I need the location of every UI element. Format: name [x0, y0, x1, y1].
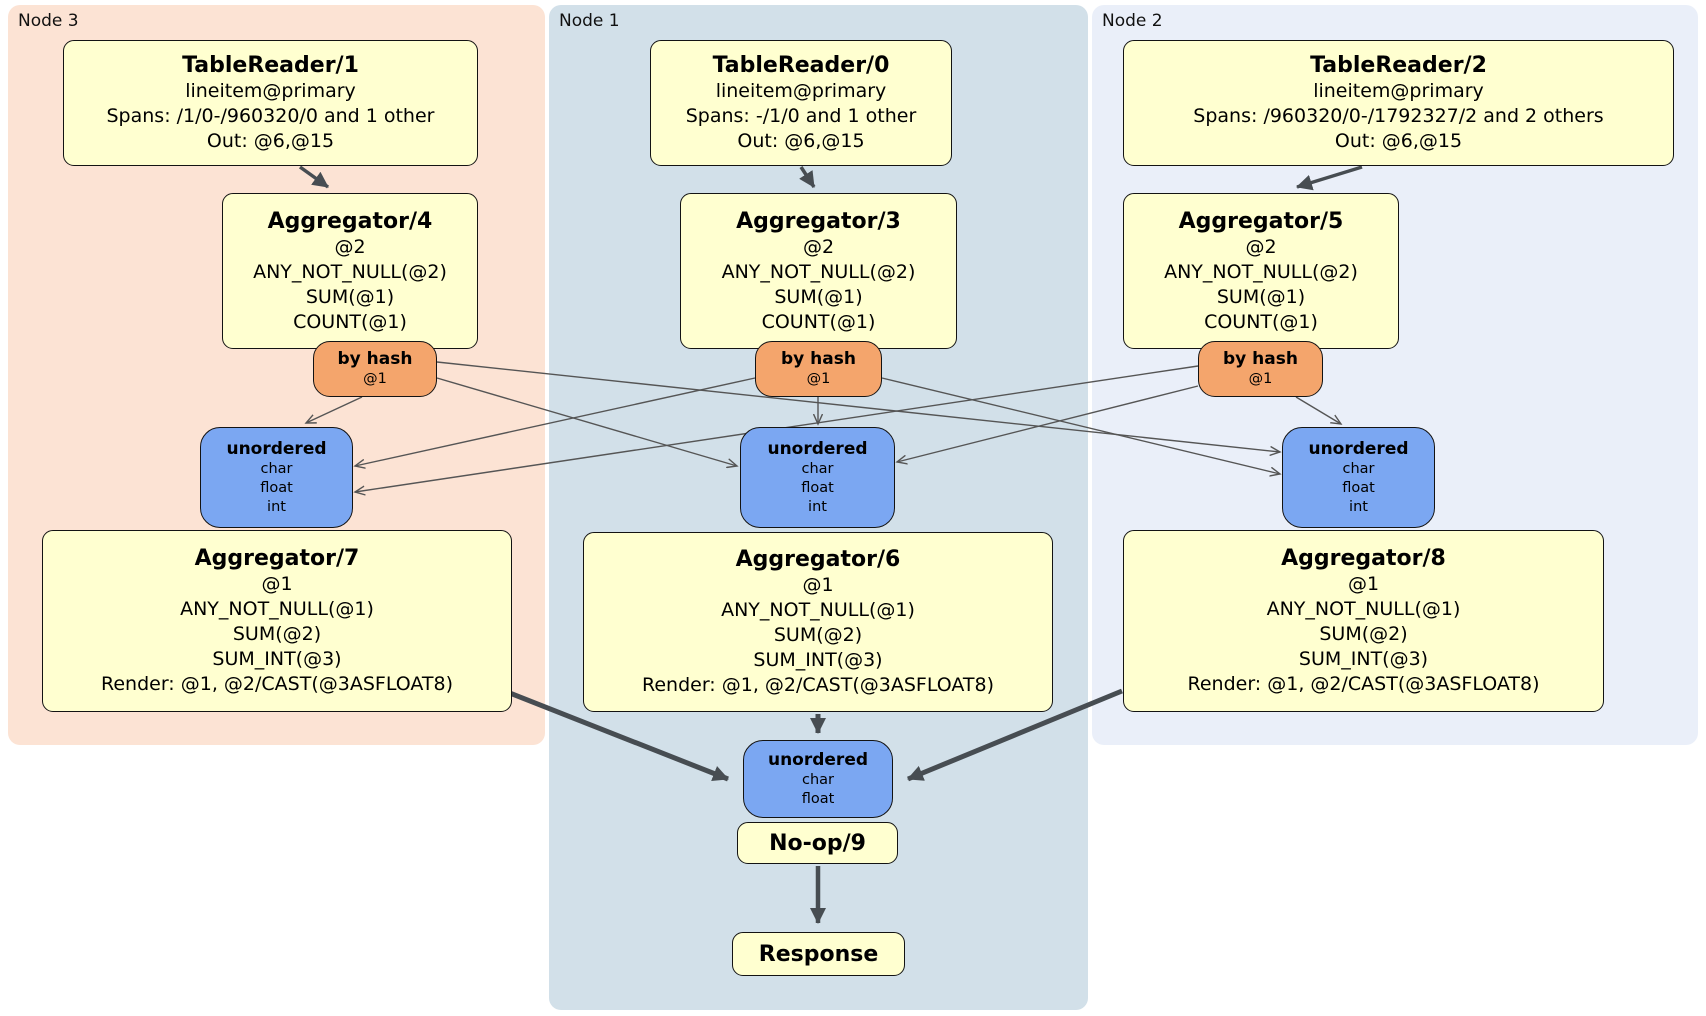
sync-col: float	[801, 479, 834, 496]
node-line: Spans: /1/0-/960320/0 and 1 other	[106, 105, 435, 127]
node-line: ANY_NOT_NULL(@1)	[721, 599, 915, 621]
tablereader-1-node: TableReader/1 lineitem@primary Spans: /1…	[63, 40, 478, 166]
node-title: Aggregator/7	[194, 546, 360, 571]
node-title: Aggregator/5	[1178, 208, 1344, 234]
sync-col: char	[801, 460, 834, 477]
unordered-sync-node3: unordered char float int	[200, 427, 353, 528]
aggregator-7-node: Aggregator/7 @1 ANY_NOT_NULL(@1) SUM(@2)…	[42, 530, 512, 712]
node-line: Spans: -/1/0 and 1 other	[685, 105, 917, 127]
node-line: lineitem@primary	[185, 80, 356, 102]
node-line: COUNT(@1)	[1204, 310, 1318, 333]
node-line: Spans: /960320/0-/1792327/2 and 2 others	[1193, 105, 1604, 127]
node-line: ANY_NOT_NULL(@1)	[1266, 598, 1461, 620]
hash-router-node3: by hash @1	[313, 341, 437, 397]
node-line: SUM(@2)	[232, 623, 322, 645]
sync-col: char	[260, 460, 293, 477]
router-key: @1	[363, 371, 387, 387]
node-line: SUM(@2)	[773, 624, 863, 646]
node-title: Response	[758, 941, 879, 967]
node-title: Aggregator/6	[735, 547, 901, 572]
router-title: by hash	[337, 349, 413, 369]
node3-panel-label: Node 3	[18, 11, 79, 31]
node-line: Render: @1, @2/CAST(@3ASFLOAT8)	[101, 673, 453, 695]
sync-col: int	[267, 498, 286, 515]
node-line: @2	[1245, 235, 1277, 258]
node-line: SUM(@1)	[774, 285, 863, 308]
node-line: lineitem@primary	[1313, 80, 1484, 102]
sync-col: char	[801, 771, 834, 788]
aggregator-6-node: Aggregator/6 @1 ANY_NOT_NULL(@1) SUM(@2)…	[583, 532, 1053, 712]
sync-title: unordered	[1308, 438, 1409, 459]
node2-panel-label: Node 2	[1102, 11, 1163, 31]
node-line: SUM(@1)	[1216, 285, 1306, 308]
node-line: @2	[802, 235, 835, 258]
node-line: Render: @1, @2/CAST(@3ASFLOAT8)	[1187, 673, 1540, 695]
node-title: TableReader/0	[712, 53, 890, 78]
sync-col: int	[1349, 498, 1368, 515]
sync-title: unordered	[767, 438, 868, 459]
sync-col: float	[1342, 479, 1375, 496]
aggregator-8-node: Aggregator/8 @1 ANY_NOT_NULL(@1) SUM(@2)…	[1123, 530, 1604, 712]
noop-node: No-op/9	[737, 822, 898, 864]
node-line: ANY_NOT_NULL(@2)	[253, 260, 447, 283]
aggregator-3-node: Aggregator/3 @2 ANY_NOT_NULL(@2) SUM(@1)…	[680, 193, 957, 349]
node-line: @1	[802, 574, 834, 596]
hash-router-node1: by hash @1	[755, 341, 882, 397]
sync-title: unordered	[767, 749, 869, 770]
node-line: SUM(@1)	[305, 285, 395, 308]
sync-col: float	[260, 479, 293, 496]
node-line: Render: @1, @2/CAST(@3ASFLOAT8)	[642, 674, 994, 696]
hash-router-node2: by hash @1	[1198, 341, 1323, 397]
unordered-sync-node1: unordered char float int	[740, 427, 895, 528]
node-line: ANY_NOT_NULL(@2)	[721, 260, 916, 283]
node-title: No-op/9	[769, 830, 866, 856]
node-line: @2	[334, 235, 366, 258]
router-key: @1	[1248, 371, 1273, 387]
node-line: ANY_NOT_NULL(@1)	[180, 598, 374, 620]
processor-edges	[298, 165, 1363, 924]
sync-title: unordered	[226, 438, 327, 459]
node-line: COUNT(@1)	[293, 310, 407, 333]
aggregator-4-node: Aggregator/4 @2 ANY_NOT_NULL(@2) SUM(@1)…	[222, 193, 478, 349]
node-line: Out: @6,@15	[737, 130, 865, 152]
sync-col: float	[801, 790, 835, 807]
node-line: @1	[1347, 573, 1380, 595]
router-key: @1	[806, 371, 831, 387]
node-title: TableReader/1	[182, 53, 359, 78]
node-line: Out: @6,@15	[1334, 130, 1463, 152]
node-line: SUM_INT(@3)	[212, 648, 342, 670]
sync-col: int	[808, 498, 827, 515]
node-line: ANY_NOT_NULL(@2)	[1164, 260, 1358, 283]
response-node: Response	[732, 932, 905, 976]
node-line: SUM_INT(@3)	[1298, 648, 1429, 670]
unordered-sync-node2: unordered char float int	[1282, 427, 1435, 528]
node-line: @1	[261, 573, 293, 595]
sync-col: char	[1342, 460, 1375, 477]
final-unordered-sync: unordered char float	[743, 740, 893, 818]
router-title: by hash	[781, 349, 856, 369]
node-line: COUNT(@1)	[761, 310, 876, 333]
node-title: Aggregator/8	[1281, 546, 1446, 571]
node-line: SUM_INT(@3)	[753, 649, 883, 671]
tablereader-0-node: TableReader/0 lineitem@primary Spans: -/…	[650, 40, 952, 166]
node-title: TableReader/2	[1310, 53, 1487, 78]
node-line: lineitem@primary	[715, 80, 887, 102]
node-title: Aggregator/4	[267, 208, 433, 234]
tablereader-2-node: TableReader/2 lineitem@primary Spans: /9…	[1123, 40, 1674, 166]
node-line: Out: @6,@15	[206, 130, 335, 152]
node-line: SUM(@2)	[1319, 623, 1408, 645]
node-title: Aggregator/3	[736, 208, 901, 234]
router-title: by hash	[1223, 349, 1298, 369]
node1-panel-label: Node 1	[559, 11, 620, 31]
aggregator-5-node: Aggregator/5 @2 ANY_NOT_NULL(@2) SUM(@1)…	[1123, 193, 1399, 349]
